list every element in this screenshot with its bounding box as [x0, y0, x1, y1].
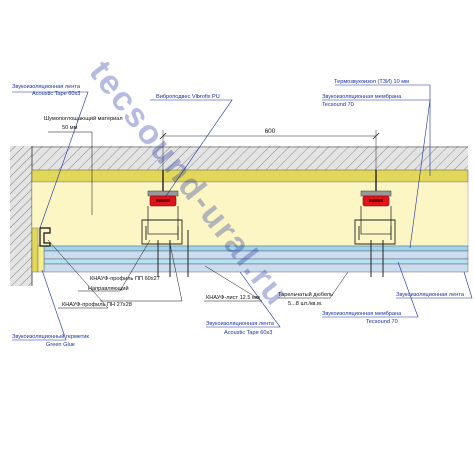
label-absorber-2: 50 мм	[62, 125, 78, 131]
label-dowel-1: Тарельчатый дюбель	[278, 291, 333, 298]
hanger-assembly-right	[354, 170, 396, 277]
concrete-slab	[30, 146, 468, 170]
label-profile-pn: КНАУФ-профиль ПН 27х28	[62, 302, 132, 308]
label-thermo: Термозвукоизол (ТЗИ) 10 мм	[334, 79, 409, 85]
label-acoustic-tape-top-1: Звукоизоляционная лента	[12, 84, 81, 90]
label-membrane-top-2: Tecsound 70	[322, 102, 354, 108]
label-tape-bottom-2: Acoustic Tape 60х3	[224, 330, 272, 336]
label-membrane-bottom-1: Звукоизоляционная мембрана	[322, 311, 402, 317]
dimension-label: 600	[265, 128, 276, 135]
label-gypsum: КНАУФ-лист 12.5 мм	[206, 295, 260, 301]
label-membrane-top-1: Звукоизоляционная мембрана	[322, 94, 402, 100]
label-tape-bottom-1: Звукоизоляционная лента	[206, 321, 275, 327]
label-dowel-2: 5...8 шт./кв.м.	[288, 301, 323, 307]
annotation-labels: Звукоизоляционная лента Acoustic Tape 60…	[12, 79, 465, 348]
label-sealant-1: Звукоизоляционный герметик	[12, 333, 89, 340]
label-profile-pp: КНАУФ-профиль ПП 60х27	[90, 276, 160, 282]
label-vibro-mount: Виброподвес Vibrofix PU	[156, 94, 220, 100]
label-guide: Направляющий	[88, 285, 129, 292]
label-acoustic-tape-top-2: Acoustic Tape 60х3	[32, 91, 80, 97]
label-sealant-2: Green Glue	[46, 342, 75, 348]
left-edge-detail	[31, 227, 51, 273]
hanger-assembly-left	[141, 170, 189, 277]
side-wall	[10, 146, 33, 286]
thermo-insulation-layer	[31, 169, 469, 183]
label-absorber-1: Шумопоглощающий материал	[44, 115, 123, 122]
label-membrane-bottom-2: Tecsound 70	[366, 319, 398, 325]
dimension-600: 600	[159, 128, 380, 170]
leader-lines	[12, 84, 473, 341]
label-tape-right: Звукоизоляционная лента	[396, 292, 465, 298]
